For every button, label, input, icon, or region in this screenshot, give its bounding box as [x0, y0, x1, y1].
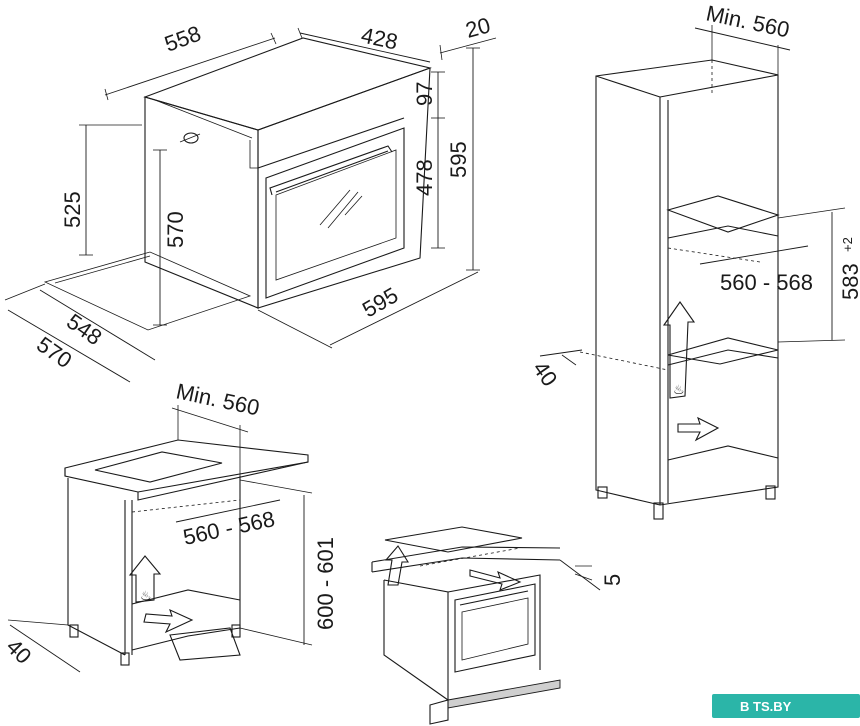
section-oven-door	[461, 597, 529, 661]
countertop	[64, 439, 309, 493]
shelf-lower	[667, 337, 779, 365]
airflow-in-arrow	[469, 569, 522, 591]
dim-525: 525	[60, 191, 85, 228]
oven-drawing	[43, 37, 432, 331]
foot	[765, 485, 776, 500]
hob	[94, 451, 223, 483]
dim-20: 20	[463, 12, 493, 42]
watermark-text: B TS.BY	[740, 699, 792, 714]
foot	[597, 486, 608, 499]
heat-symbol: ♨	[140, 588, 152, 603]
dim-595-height: 595	[446, 141, 471, 178]
foot	[120, 652, 130, 666]
tall-min-560: Min. 560	[704, 0, 792, 42]
section-plinth	[447, 679, 561, 709]
section-hob	[384, 526, 523, 553]
oven-dimensions	[4, 27, 497, 383]
shelf-upper	[666, 195, 780, 233]
airflow-up-arrow	[384, 545, 409, 586]
cabinet-left	[67, 478, 126, 656]
oven-door-window	[275, 149, 397, 281]
airflow-in-arrow	[143, 608, 194, 634]
dim-97: 97	[412, 82, 437, 106]
dim-570-inner: 570	[163, 211, 188, 248]
tall-offset-40: 40	[528, 357, 563, 391]
under-niche-height: 600 - 601	[313, 537, 338, 630]
under-counter-drawing: ♨	[64, 439, 309, 666]
oven-door	[265, 127, 405, 299]
heat-symbol: ♨	[673, 382, 685, 397]
dim-548: 548	[62, 309, 106, 351]
vent-plate	[169, 627, 241, 661]
dim-558: 558	[161, 21, 204, 57]
dim-428: 428	[359, 22, 400, 54]
section-oven	[454, 583, 536, 673]
tall-cabinet-drawing: ♨	[579, 59, 780, 520]
airflow-in-arrow	[677, 416, 720, 442]
dim-595-width: 595	[358, 282, 402, 322]
airflow-up-arrow	[128, 555, 162, 603]
oven-left-side	[144, 96, 259, 309]
tall-cabinet-dimensions	[539, 25, 846, 366]
section-drawing	[371, 526, 601, 725]
watermark: B TS.BY	[712, 694, 860, 718]
oven-front	[257, 67, 431, 309]
tall-niche-width: 560 - 568	[720, 270, 813, 295]
tall-niche-height: 583	[838, 263, 860, 300]
under-counter-dimensions	[7, 405, 313, 673]
section-cabinet-left	[383, 580, 449, 701]
under-niche-width: 560 - 568	[181, 506, 277, 550]
under-min-560: Min. 560	[174, 378, 262, 420]
foot	[653, 502, 664, 520]
oven-floor-plate	[43, 251, 252, 331]
section-gap-5: 5	[600, 574, 625, 586]
dim-570-depth: 570	[32, 332, 76, 374]
foot	[69, 624, 79, 638]
oven-panel-line	[257, 117, 405, 169]
section-countertop	[371, 546, 561, 563]
foot	[231, 624, 241, 638]
airflow-up-arrow	[662, 301, 696, 399]
oven-handle	[269, 145, 393, 196]
cable-hole	[183, 132, 199, 144]
dim-478: 478	[412, 159, 437, 196]
tall-niche-tolerance: +2	[840, 237, 855, 252]
